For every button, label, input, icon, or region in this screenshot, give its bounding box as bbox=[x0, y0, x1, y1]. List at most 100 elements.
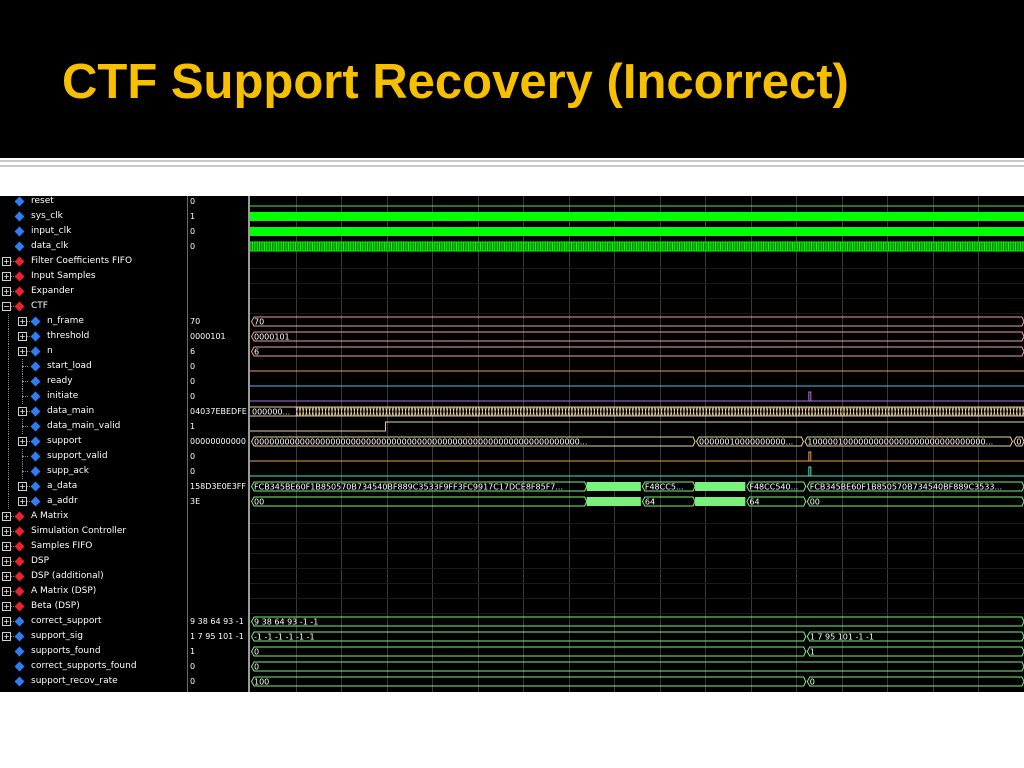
signal-name: correct_supports_found bbox=[31, 661, 137, 671]
expand-icon[interactable]: + bbox=[18, 437, 27, 446]
expand-icon[interactable]: + bbox=[18, 482, 27, 491]
signal-value: 0 bbox=[190, 662, 196, 671]
tree-connector bbox=[11, 621, 16, 622]
tree-connector bbox=[27, 501, 32, 502]
signal-row[interactable]: −CTF bbox=[0, 299, 187, 314]
signal-value bbox=[190, 269, 250, 284]
waveform-canvas[interactable]: 7000001016000000...000000000000000000000… bbox=[250, 196, 1024, 692]
signal-name: Input Samples bbox=[31, 271, 96, 281]
signal-name: data_main_valid bbox=[47, 421, 121, 431]
expand-icon[interactable]: + bbox=[2, 527, 11, 536]
expand-icon[interactable]: + bbox=[2, 287, 11, 296]
signal-row[interactable]: +a_addr bbox=[0, 494, 187, 509]
clock-trace bbox=[250, 227, 1024, 236]
signal-row[interactable]: support_recov_rate bbox=[0, 674, 187, 689]
expand-icon[interactable]: + bbox=[18, 347, 27, 356]
expand-icon[interactable]: + bbox=[2, 542, 11, 551]
bus-segment bbox=[804, 436, 1013, 447]
signal-row[interactable]: +n_frame bbox=[0, 314, 187, 329]
expand-icon[interactable]: + bbox=[18, 317, 27, 326]
expand-icon[interactable]: + bbox=[2, 617, 11, 626]
signal-row[interactable]: +Simulation Controller bbox=[0, 524, 187, 539]
signal-row[interactable]: +data_main bbox=[0, 404, 187, 419]
signal-value: 00000000000 bbox=[190, 437, 246, 446]
signal-group-icon bbox=[14, 256, 25, 267]
signal-value: 0 bbox=[190, 362, 196, 371]
signal-value: 1 bbox=[190, 212, 196, 221]
expand-icon[interactable]: + bbox=[2, 587, 11, 596]
signal-value: 1 bbox=[190, 422, 196, 431]
expand-icon[interactable]: + bbox=[2, 557, 11, 566]
signal-row[interactable]: data_main_valid bbox=[0, 419, 187, 434]
expand-icon[interactable]: + bbox=[2, 257, 11, 266]
signal-name: DSP bbox=[31, 556, 50, 566]
signal-row[interactable]: + Samples FIFO bbox=[0, 539, 187, 554]
collapse-icon[interactable]: − bbox=[2, 302, 11, 311]
signal-row[interactable]: +support_sig bbox=[0, 629, 187, 644]
signal-row[interactable]: + correct_support bbox=[0, 614, 187, 629]
signal-row[interactable]: + Input Samples bbox=[0, 269, 187, 284]
bus-value: FCB345BE60F1B850570B734540BF889C3533F9FF… bbox=[254, 483, 563, 492]
signal-icon bbox=[14, 211, 25, 222]
expand-icon[interactable]: + bbox=[18, 407, 27, 416]
bus-value: 10000010000000000000000000000000000... bbox=[807, 438, 993, 447]
signal-name: support_recov_rate bbox=[31, 676, 118, 686]
signal-row[interactable]: +Expander bbox=[0, 284, 187, 299]
tree-connector bbox=[11, 306, 16, 307]
signal-row[interactable]: +support bbox=[0, 434, 187, 449]
bus-value: 64 bbox=[645, 498, 655, 507]
signal-value bbox=[190, 584, 250, 599]
signal-row[interactable]: input_clk bbox=[0, 224, 187, 239]
signal-name: threshold bbox=[47, 331, 90, 341]
bus-value: 00 bbox=[254, 498, 264, 507]
tree-connector bbox=[11, 516, 16, 517]
signal-group-icon bbox=[14, 526, 25, 537]
signal-row[interactable]: +n bbox=[0, 344, 187, 359]
signal-name: n bbox=[47, 346, 53, 356]
tree-connector bbox=[22, 471, 28, 472]
signal-name: correct_support bbox=[31, 616, 102, 626]
expand-icon[interactable]: + bbox=[2, 602, 11, 611]
signal-row[interactable]: +A Matrix bbox=[0, 509, 187, 524]
signal-row[interactable]: sys_clk bbox=[0, 209, 187, 224]
signal-row[interactable]: supp_ack bbox=[0, 464, 187, 479]
signal-row[interactable]: data_clk bbox=[0, 239, 187, 254]
tree-connector bbox=[11, 291, 16, 292]
tree-connector bbox=[27, 321, 32, 322]
signal-row[interactable]: ready bbox=[0, 374, 187, 389]
signal-row[interactable]: +A Matrix (DSP) bbox=[0, 584, 187, 599]
expand-icon[interactable]: + bbox=[2, 512, 11, 521]
signal-icon bbox=[30, 451, 41, 462]
signal-row[interactable]: initiate bbox=[0, 389, 187, 404]
signal-row[interactable]: + threshold bbox=[0, 329, 187, 344]
signal-row[interactable]: +DSP (additional) bbox=[0, 569, 187, 584]
expand-icon[interactable]: + bbox=[18, 497, 27, 506]
signal-icon bbox=[14, 676, 25, 687]
signal-row[interactable]: start_load bbox=[0, 359, 187, 374]
signal-group-icon bbox=[14, 286, 25, 297]
signal-row[interactable]: +Beta (DSP) bbox=[0, 599, 187, 614]
signal-row[interactable]: +Filter Coefficients FIFO bbox=[0, 254, 187, 269]
signal-row[interactable]: reset bbox=[0, 194, 187, 209]
signal-name: Samples FIFO bbox=[31, 541, 93, 551]
signal-icon bbox=[30, 391, 41, 402]
bus-value: 00000010000000000... bbox=[699, 438, 793, 447]
signal-name: initiate bbox=[47, 391, 79, 401]
tree-connector bbox=[11, 606, 16, 607]
signal-row[interactable]: correct_supports_found bbox=[0, 659, 187, 674]
bus-value: 0 bbox=[254, 663, 259, 672]
bus-value: -1 -1 -1 -1 -1 -1 bbox=[254, 633, 315, 642]
expand-icon[interactable]: + bbox=[2, 272, 11, 281]
bus-activity bbox=[586, 497, 641, 506]
signal-row[interactable]: + DSP bbox=[0, 554, 187, 569]
expand-icon[interactable]: + bbox=[2, 632, 11, 641]
signal-row[interactable]: supports_found bbox=[0, 644, 187, 659]
expand-icon[interactable]: + bbox=[2, 572, 11, 581]
expand-icon[interactable]: + bbox=[18, 332, 27, 341]
signal-row[interactable]: support_valid bbox=[0, 449, 187, 464]
bus-value: 0 bbox=[810, 678, 815, 687]
signal-row[interactable]: +a_data bbox=[0, 479, 187, 494]
